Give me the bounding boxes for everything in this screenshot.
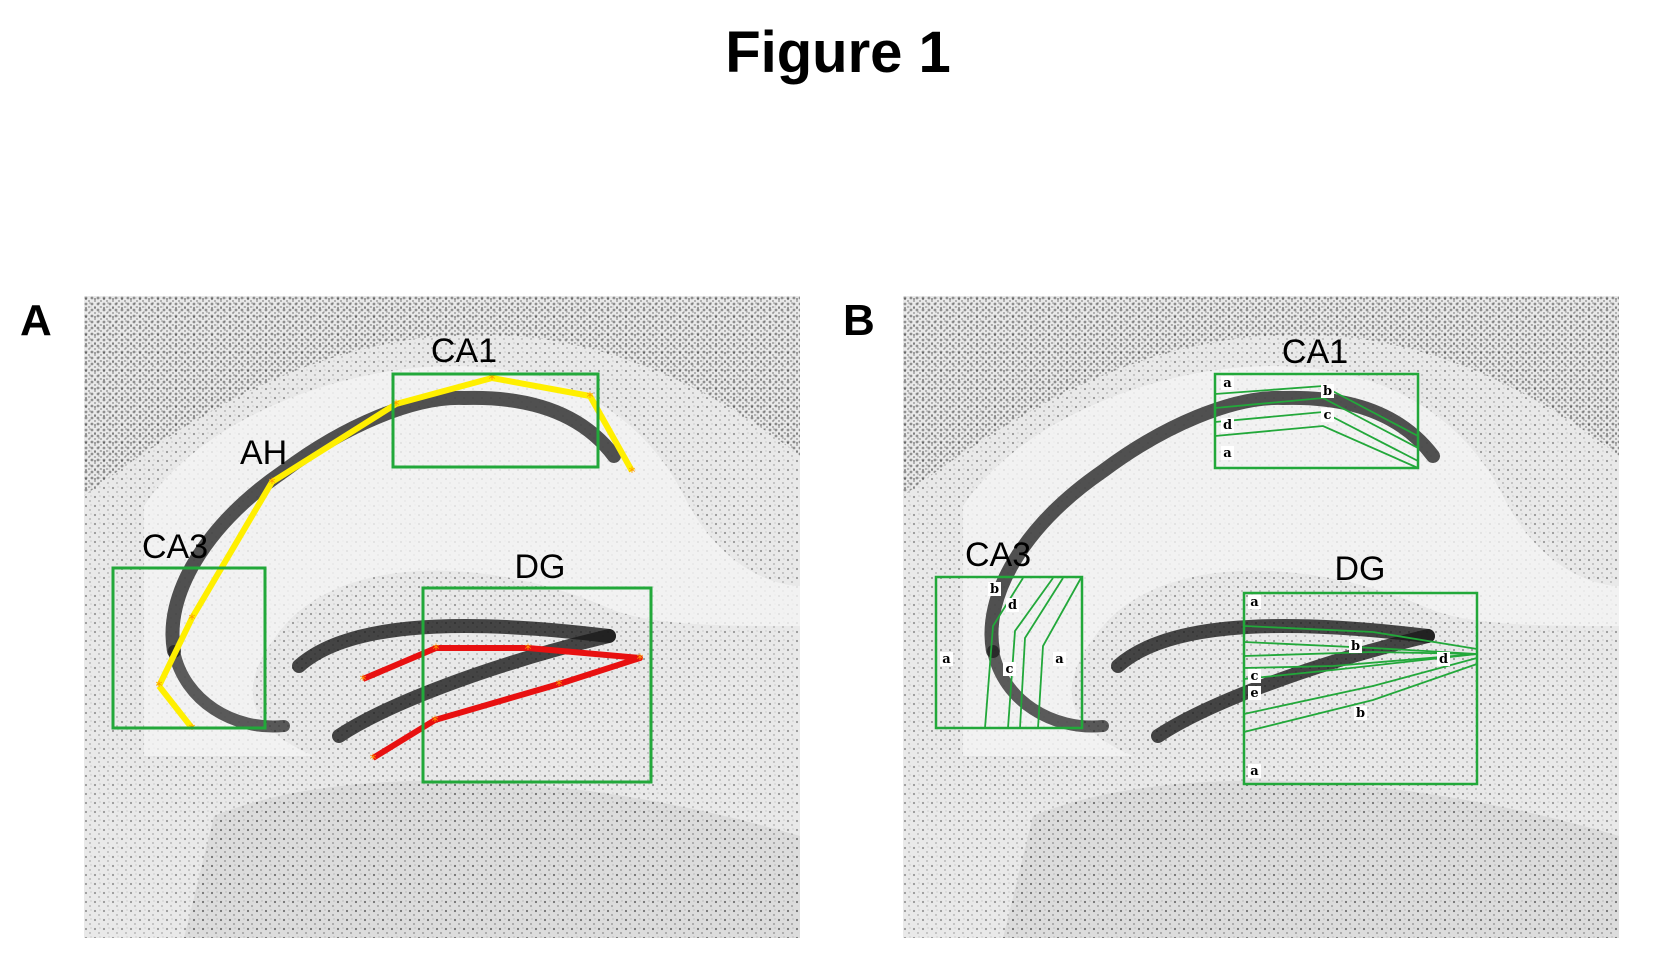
panel-a-letter: A (20, 296, 52, 345)
svg-text:*: * (360, 673, 367, 689)
svg-text:d: d (1223, 418, 1232, 433)
label-ca3: CA3 (142, 528, 208, 566)
label-dg: DG (515, 548, 566, 586)
roi-boxes (934, 372, 1479, 786)
svg-text:*: * (556, 678, 563, 694)
svg-text:*: * (156, 679, 163, 695)
roi-boxes (111, 372, 653, 784)
dg-trace (361, 645, 643, 761)
svg-text:a: a (1055, 652, 1064, 667)
svg-text:*: * (393, 398, 400, 414)
svg-text:c: c (1006, 662, 1014, 677)
svg-text:a: a (1223, 376, 1232, 391)
svg-text:*: * (587, 390, 594, 406)
label-ca1: CA1 (1282, 333, 1348, 371)
svg-text:d: d (1008, 598, 1017, 613)
svg-text:*: * (269, 476, 276, 492)
svg-text:*: * (432, 714, 439, 730)
label-ah: AH (240, 434, 287, 472)
svg-text:*: * (433, 642, 440, 658)
roi-box-dg (421, 586, 653, 784)
roi-box-ca1 (1213, 372, 1420, 470)
svg-text:b: b (990, 582, 999, 597)
svg-text:c: c (1251, 669, 1259, 684)
panel-b-micrograph: a b d c a b d a c a a b d c e b a CA1 (903, 296, 1619, 938)
svg-text:b: b (1323, 384, 1332, 399)
svg-text:*: * (489, 372, 496, 388)
figure-title: Figure 1 (725, 20, 951, 85)
sublayer-labels-ca1: a b d c a (1221, 376, 1334, 461)
svg-text:b: b (1356, 706, 1365, 721)
svg-text:*: * (189, 612, 196, 628)
svg-text:b: b (1351, 639, 1360, 654)
label-ca1: CA1 (431, 332, 497, 370)
trace-markers: * * * * * * * * * * * * * * * (156, 372, 644, 768)
sublayer-labels-dg: a b d c e b a (1248, 595, 1450, 779)
svg-text:*: * (370, 752, 377, 768)
svg-text:a: a (1250, 764, 1259, 779)
tissue-background (903, 296, 1619, 938)
panel-a-micrograph: * * * * * * * * * * * * * * * CA1 AH CA3 DG (84, 296, 800, 938)
roi-box-ca1 (391, 372, 600, 469)
sublayer-labels-ca3: b d a c a (940, 582, 1066, 677)
svg-text:c: c (1324, 408, 1332, 423)
svg-text:a: a (1250, 595, 1259, 610)
svg-text:d: d (1439, 652, 1448, 667)
roi-box-ca3 (111, 566, 267, 730)
roi-box-ca3 (934, 575, 1084, 730)
panel-b-letter: B (843, 296, 875, 345)
svg-text:*: * (189, 722, 196, 738)
svg-text:*: * (629, 465, 636, 481)
label-dg: DG (1335, 550, 1386, 588)
svg-text:a: a (1223, 446, 1232, 461)
svg-text:*: * (637, 652, 644, 668)
label-ca3: CA3 (965, 536, 1031, 574)
svg-text:*: * (525, 642, 532, 658)
svg-text:e: e (1250, 686, 1258, 701)
svg-text:a: a (942, 652, 951, 667)
ah-trace (156, 375, 635, 730)
roi-box-dg (1242, 591, 1479, 786)
